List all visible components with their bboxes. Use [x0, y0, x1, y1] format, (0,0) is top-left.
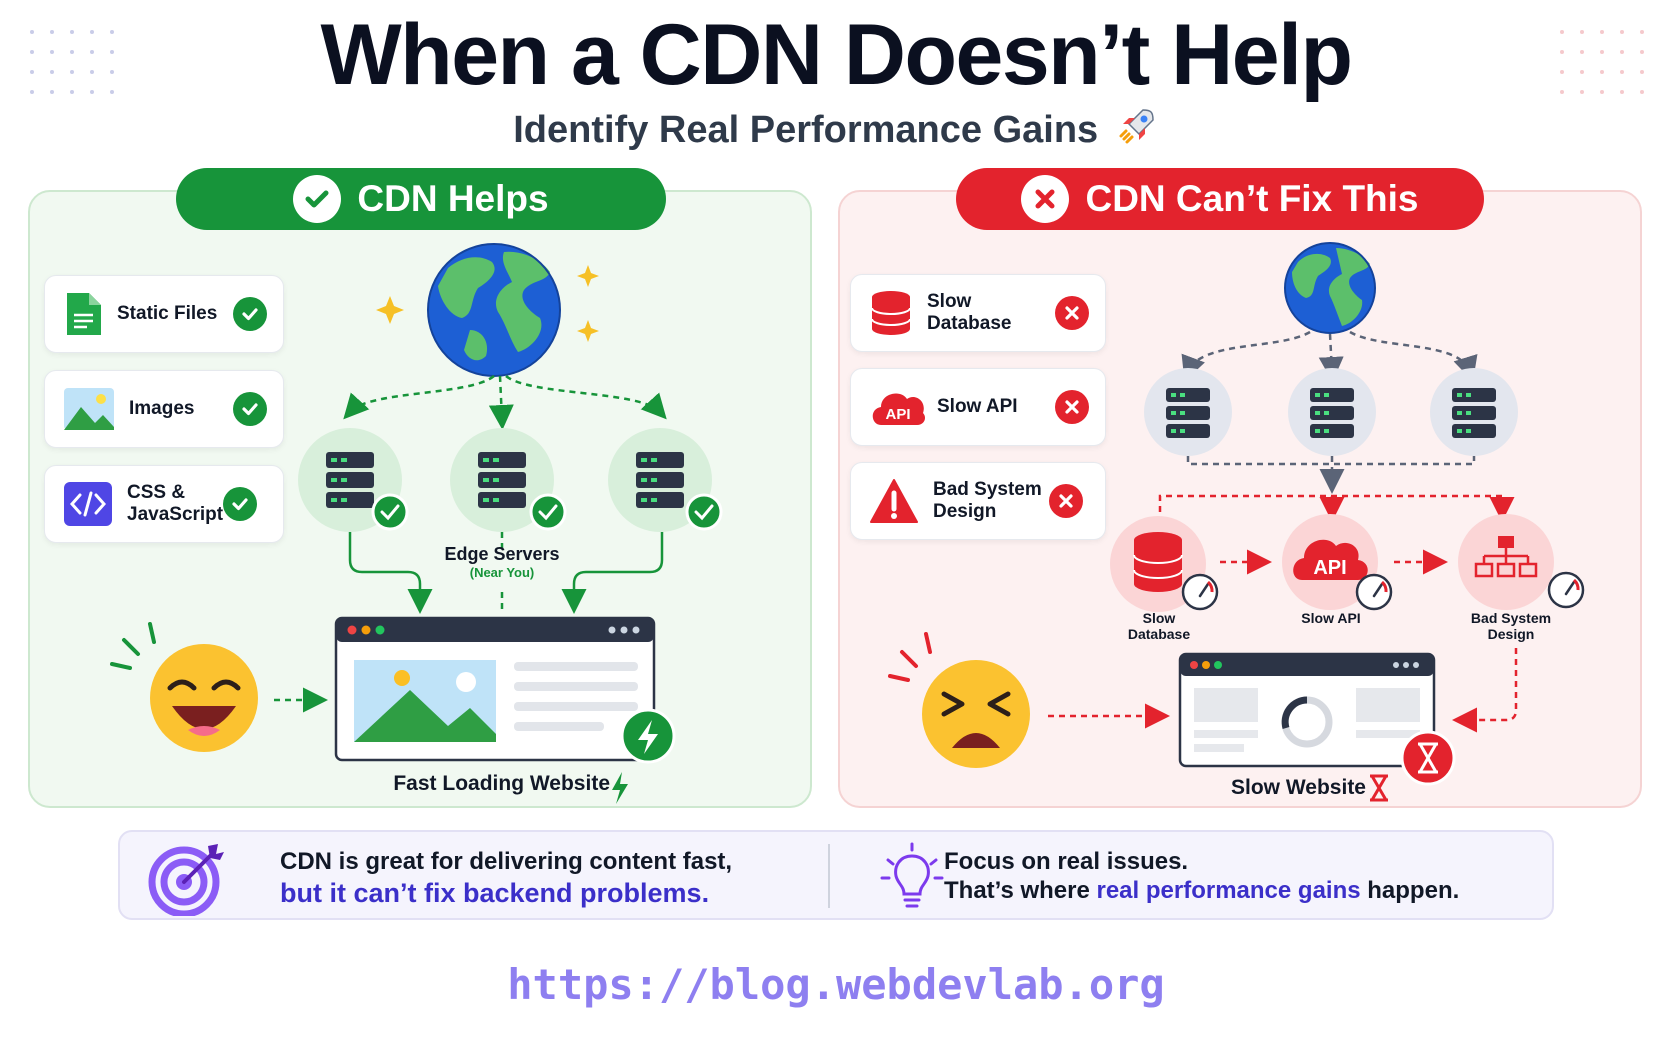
- fast-website-browser: [334, 616, 656, 762]
- globe-icon: [427, 243, 561, 377]
- summary-divider: [828, 844, 830, 908]
- slow-database-icon: [1110, 516, 1206, 612]
- cdn-helps-banner: CDN Helps: [176, 168, 666, 230]
- summary-right-line2: That’s where real performance gains happ…: [944, 877, 1459, 906]
- summary-right-line2-post: happen.: [1360, 876, 1460, 904]
- lightning-icon: [612, 772, 628, 804]
- check-icon: [223, 487, 257, 521]
- page-subtitle: Identify Real Performance Gains: [0, 104, 1672, 154]
- slow-website-browser: [1178, 652, 1436, 768]
- card-label: Bad System Design: [933, 479, 1042, 522]
- check-circle-icon: [293, 175, 342, 223]
- card-label: Slow Database: [927, 291, 1012, 334]
- card-slow-api: API Slow API: [850, 368, 1106, 446]
- card-label: Static Files: [117, 303, 218, 325]
- card-bad-system-design: Bad System Design: [850, 462, 1106, 540]
- summary-left-text: CDN is great for delivering content fast…: [280, 848, 732, 909]
- summary-right-line2-pre: That’s where: [944, 876, 1097, 904]
- card-slow-database: Slow Database: [850, 274, 1106, 352]
- cdn-cant-fix-banner: CDN Can’t Fix This: [956, 168, 1484, 230]
- lightning-badge-icon: [620, 708, 676, 764]
- card-label: Images: [129, 398, 195, 420]
- cdn-helps-banner-label: CDN Helps: [357, 178, 549, 219]
- cdn-cant-fix-banner-label: CDN Can’t Fix This: [1085, 178, 1419, 219]
- svg-text:API: API: [1313, 557, 1346, 579]
- bottleneck-label-database: Slow Database: [1127, 610, 1191, 643]
- server-icon: [1430, 368, 1518, 456]
- summary-right-line2-emphasis: real performance gains: [1096, 876, 1361, 904]
- subtitle-text: Identify Real Performance Gains: [513, 109, 1099, 151]
- card-static-files: Static Files: [44, 275, 284, 353]
- edge-server-icon: [298, 428, 409, 532]
- edge-servers-sublabel: (Near You): [469, 565, 535, 580]
- page-title: When a CDN Doesn’t Help: [320, 7, 1353, 103]
- edge-servers-label: Edge Servers (Near You): [402, 544, 602, 580]
- database-icon: [871, 291, 911, 335]
- card-css-javascript: CSS & JavaScript: [44, 465, 284, 543]
- server-icon: [1288, 368, 1376, 456]
- summary-right-text: Focus on real issues. That’s where real …: [944, 848, 1459, 906]
- document-icon: [67, 293, 101, 335]
- summary-bar: CDN is great for delivering content fast…: [118, 830, 1554, 920]
- edge-server-icon: [450, 428, 567, 532]
- slow-website-label: Slow Website: [1231, 776, 1366, 799]
- gauge-icon: [1547, 571, 1585, 609]
- x-circle-icon: [1021, 175, 1070, 223]
- edge-servers-title: Edge Servers: [444, 544, 560, 564]
- bottleneck-label-api: Slow API: [1301, 610, 1361, 626]
- globe-icon: [1284, 242, 1376, 334]
- lightbulb-icon: [880, 842, 944, 908]
- summary-left-line2: but it can’t fix backend problems.: [280, 877, 710, 908]
- check-icon: [233, 392, 267, 426]
- x-icon: [1049, 484, 1083, 518]
- gauge-icon: [1355, 573, 1393, 611]
- decor-dots-left: [30, 30, 130, 110]
- hourglass-badge-icon: [1400, 730, 1456, 786]
- x-icon: [1055, 296, 1089, 330]
- summary-right-line1: Focus on real issues.: [944, 848, 1189, 875]
- svg-text:API: API: [885, 406, 910, 423]
- hourglass-icon: [1370, 774, 1388, 802]
- edge-server-icon: [608, 428, 723, 532]
- slow-api-icon: API: [1282, 514, 1378, 610]
- server-icon: [1144, 368, 1232, 456]
- happy-face-icon: [110, 622, 258, 752]
- bottleneck-label-system-design: Bad System Design: [1470, 610, 1552, 643]
- image-icon: [64, 388, 114, 430]
- rocket-icon: [1119, 109, 1154, 144]
- card-images: Images: [44, 370, 284, 448]
- x-icon: [1055, 390, 1089, 424]
- api-cloud-icon: API: [872, 393, 925, 425]
- blog-url-link[interactable]: https://blog.webdevlab.org: [507, 960, 1165, 1009]
- system-design-icon: [1458, 514, 1554, 610]
- warning-icon: [870, 479, 918, 523]
- fast-website-label: Fast Loading Website: [393, 772, 610, 795]
- summary-left-line1: CDN is great for delivering content fast…: [280, 848, 733, 875]
- target-icon: [148, 844, 224, 916]
- code-icon: [64, 482, 112, 526]
- gauge-icon: [1181, 573, 1219, 611]
- frustrated-face-icon: [888, 632, 1030, 768]
- card-label: Slow API: [937, 396, 1018, 418]
- check-icon: [233, 297, 267, 331]
- decor-dots-right: [1560, 30, 1660, 110]
- sparkle-icon: [376, 265, 599, 342]
- card-label: CSS & JavaScript: [127, 482, 224, 525]
